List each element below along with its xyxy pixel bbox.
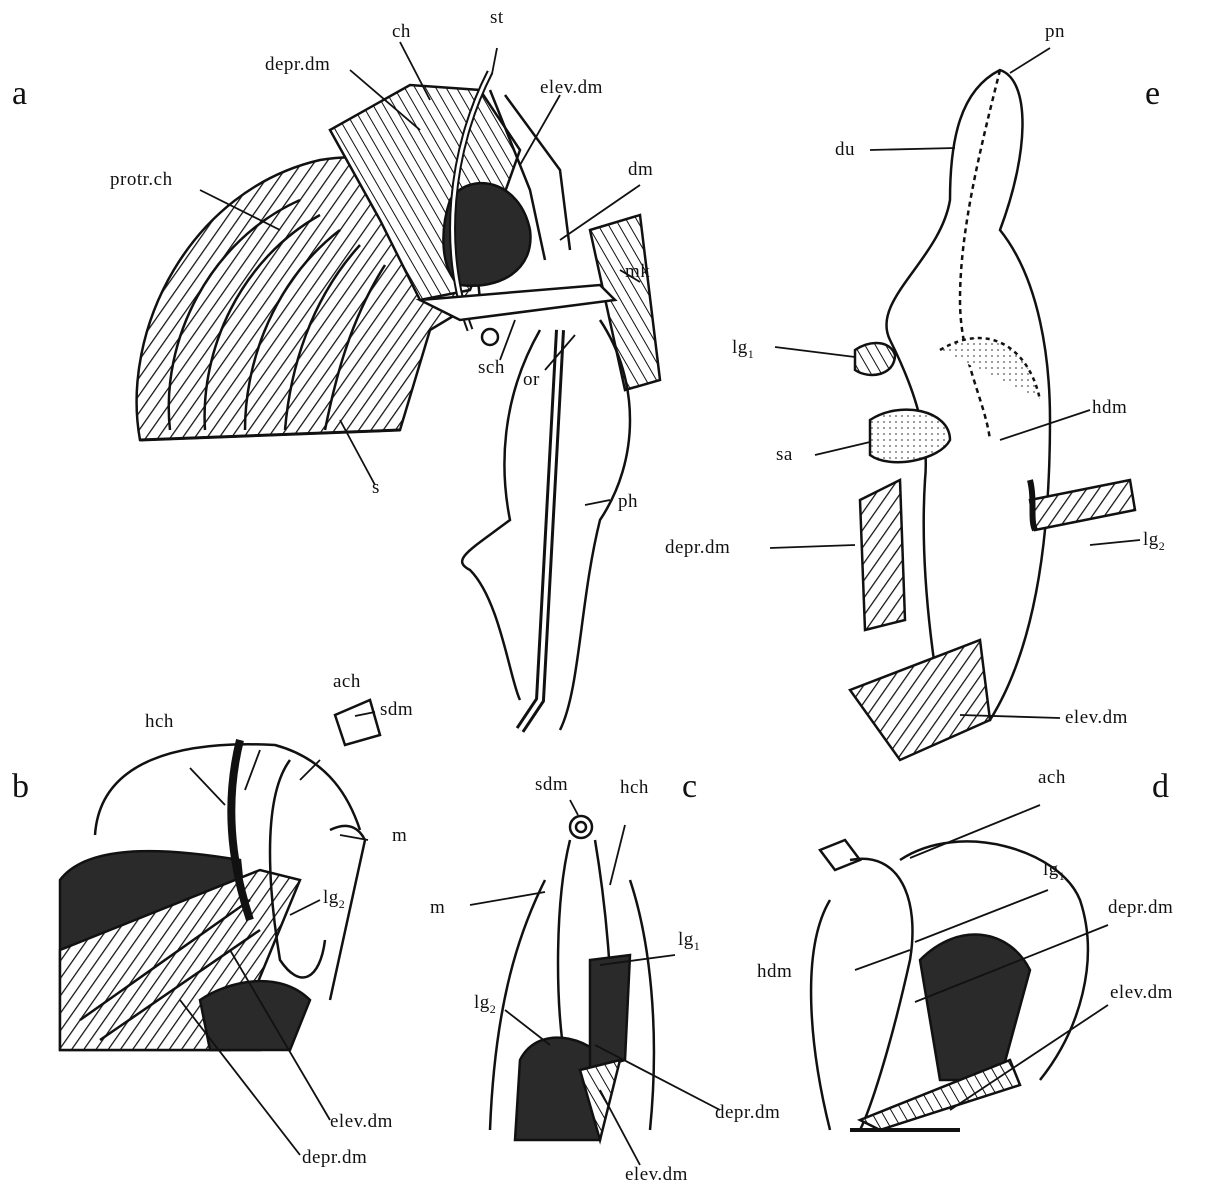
- label-b-sdm: sdm: [380, 700, 413, 719]
- label-a-st: st: [490, 8, 504, 27]
- label-d-hdm: hdm: [757, 962, 792, 981]
- label-b-hch: hch: [145, 712, 174, 731]
- label-b-elev-dm: elev.dm: [330, 1112, 393, 1131]
- label-e-pn: pn: [1045, 22, 1065, 41]
- label-b-ach: ach: [333, 672, 361, 691]
- label-a-elev-dm: elev.dm: [540, 78, 603, 97]
- panel-c-drawing: [490, 816, 654, 1140]
- label-c-depr-dm: depr.dm: [715, 1103, 780, 1122]
- panel-letter-c: c: [682, 768, 697, 806]
- label-e-hdm: hdm: [1092, 398, 1127, 417]
- label-e-elev-dm: elev.dm: [1065, 708, 1128, 727]
- panel-letter-b: b: [12, 768, 29, 806]
- label-c-lg2: lg2: [474, 993, 496, 1015]
- label-c-sdm: sdm: [535, 775, 568, 794]
- label-b-lg2: lg2: [323, 888, 345, 910]
- panel-d-drawing: [811, 840, 1088, 1130]
- label-e-depr-dm: depr.dm: [665, 538, 730, 557]
- label-e-du: du: [835, 140, 855, 159]
- label-d-elev-dm: elev.dm: [1110, 983, 1173, 1002]
- label-a-mk: mk: [625, 262, 650, 281]
- label-a-depr-dm: depr.dm: [265, 55, 330, 74]
- panel-letter-a: a: [12, 75, 27, 113]
- label-a-dm: dm: [628, 160, 653, 179]
- label-a-sch: sch: [478, 358, 505, 377]
- label-a-ch: ch: [392, 22, 411, 41]
- label-e-lg2: lg2: [1143, 530, 1165, 552]
- label-a-or: or: [523, 370, 540, 389]
- label-c-m: m: [430, 898, 445, 917]
- label-b-m: m: [392, 826, 407, 845]
- panel-letter-d: d: [1152, 768, 1169, 806]
- label-d-depr-dm: depr.dm: [1108, 898, 1173, 917]
- panel-b-drawing: [60, 700, 380, 1050]
- label-d-ach: ach: [1038, 768, 1066, 787]
- label-a-protr-ch: protr.ch: [110, 170, 173, 189]
- panel-letter-e: e: [1145, 75, 1160, 113]
- label-e-sa: sa: [776, 445, 793, 464]
- label-b-depr-dm: depr.dm: [302, 1148, 367, 1167]
- label-c-lg1: lg1: [678, 930, 700, 952]
- label-d-lg1: lg1: [1043, 860, 1065, 882]
- label-e-lg1: lg1: [732, 338, 754, 360]
- label-a-s: s: [372, 478, 380, 497]
- label-a-ph: ph: [618, 492, 638, 511]
- label-c-elev-dm: elev.dm: [625, 1165, 688, 1184]
- label-c-hch: hch: [620, 778, 649, 797]
- panel-a-drawing: [137, 72, 660, 730]
